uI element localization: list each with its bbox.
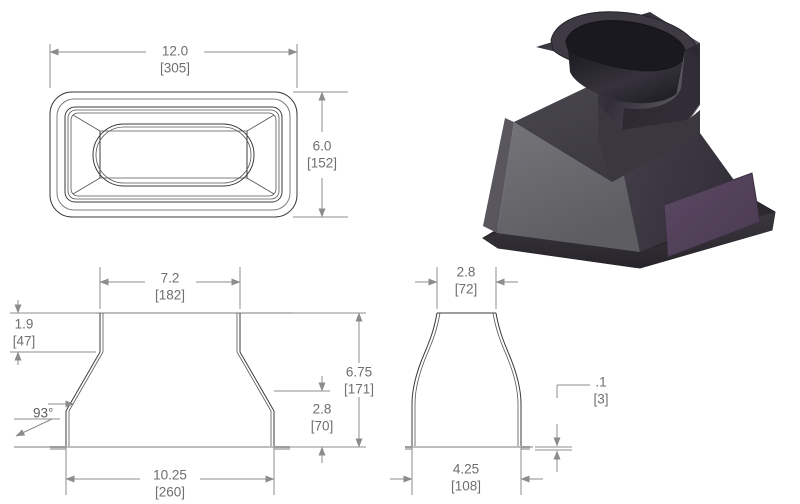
- dim-front-base-h-value: 2.8: [313, 402, 332, 417]
- top-view-throat-top-bottom: [100, 130, 247, 179]
- front-view-left-profile: [65, 313, 101, 446]
- top-view: 12.0 [305] 6.0 [152]: [49, 44, 348, 218]
- iso-neck-base-junction: [598, 104, 700, 182]
- dimension-side-flange-thickness: .1 [3]: [535, 375, 609, 472]
- top-view-wall-inner: [67, 109, 280, 200]
- dim-top-width-mm: [305]: [160, 61, 190, 76]
- front-view-right-profile-inner: [236, 313, 272, 446]
- top-view-outer-flange: [49, 91, 298, 218]
- dim-front-flange-mm: [47]: [13, 334, 36, 349]
- dimension-front-base-width: 10.25 [260]: [65, 447, 275, 500]
- dim-top-width-value: 12.0: [162, 44, 188, 59]
- top-view-wall-outer: [64, 106, 283, 203]
- side-view-left-profile: [411, 312, 438, 446]
- isometric-3d-view: [482, 11, 776, 269]
- iso-neck-front-shadow: [622, 43, 700, 130]
- top-view-flange-inner-edge: [56, 98, 291, 211]
- top-view-oval-opening-inner: [95, 126, 252, 184]
- dim-front-base-h-mm: [70]: [311, 419, 334, 434]
- dim-front-base-w-value: 10.25: [153, 468, 187, 483]
- front-view-right-profile: [239, 313, 275, 446]
- dim-side-thk-value: .1: [595, 375, 606, 390]
- top-view-oval-opening: [92, 123, 255, 187]
- dimension-front-overall-height: 6.75 [171]: [293, 312, 374, 448]
- front-view: 7.2 [182] 1.9 [47] 93° 6.75 [171]: [10, 267, 374, 500]
- dimension-side-top-width: 2.8 [72]: [415, 265, 518, 309]
- dim-top-height-mm: [152]: [307, 156, 337, 171]
- dim-top-height-value: 6.0: [313, 139, 332, 154]
- top-view-wall-inner2: [70, 112, 277, 197]
- dim-front-overall-value: 6.75: [346, 365, 372, 380]
- dim-side-top-mm: [72]: [455, 282, 478, 297]
- dimension-front-draft-angle: 93°: [14, 400, 75, 437]
- dimension-side-base-width: 4.25 [108]: [390, 447, 543, 495]
- side-view-right-profile-inner: [492, 312, 519, 446]
- iso-body-right-end-face: [664, 173, 760, 257]
- dimension-top-height: 6.0 [152]: [293, 91, 348, 218]
- iso-flange-thickness: [483, 212, 775, 268]
- dim-front-base-w-mm: [260]: [155, 485, 185, 500]
- iso-body-right-end-edge: [663, 172, 761, 258]
- dim-side-base-value: 4.25: [453, 462, 479, 477]
- dim-front-angle-value: 93°: [33, 406, 53, 421]
- top-view-taper-edges: [72, 114, 275, 195]
- dim-side-thk-mm: [3]: [593, 392, 608, 407]
- top-view-throat-sides: [99, 131, 248, 178]
- side-view-left-profile-inner: [414, 312, 441, 446]
- dimension-front-top-width: 7.2 [182]: [99, 267, 241, 309]
- dim-front-overall-mm: [171]: [344, 382, 374, 397]
- dimension-front-flange-height: 1.9 [47]: [10, 300, 96, 365]
- dim-front-top-width-value: 7.2: [161, 271, 180, 286]
- iso-neck-inner-wall: [568, 49, 686, 104]
- side-view-right-profile: [495, 312, 522, 446]
- front-view-left-profile-inner: [68, 313, 104, 446]
- dimension-front-base-height: 2.8 [70]: [274, 376, 333, 463]
- dim-front-top-width-mm: [182]: [155, 288, 185, 303]
- dim-side-base-mm: [108]: [451, 479, 481, 494]
- angle-leader-lower: [15, 418, 53, 437]
- side-view: 2.8 [72] 4.25 [108] .1 [3]: [390, 265, 609, 495]
- dim-front-flange-value: 1.9: [15, 317, 34, 332]
- dim-side-top-value: 2.8: [457, 265, 476, 280]
- dimension-top-width: 12.0 [305]: [49, 44, 298, 88]
- iso-body-left-face: [483, 118, 514, 233]
